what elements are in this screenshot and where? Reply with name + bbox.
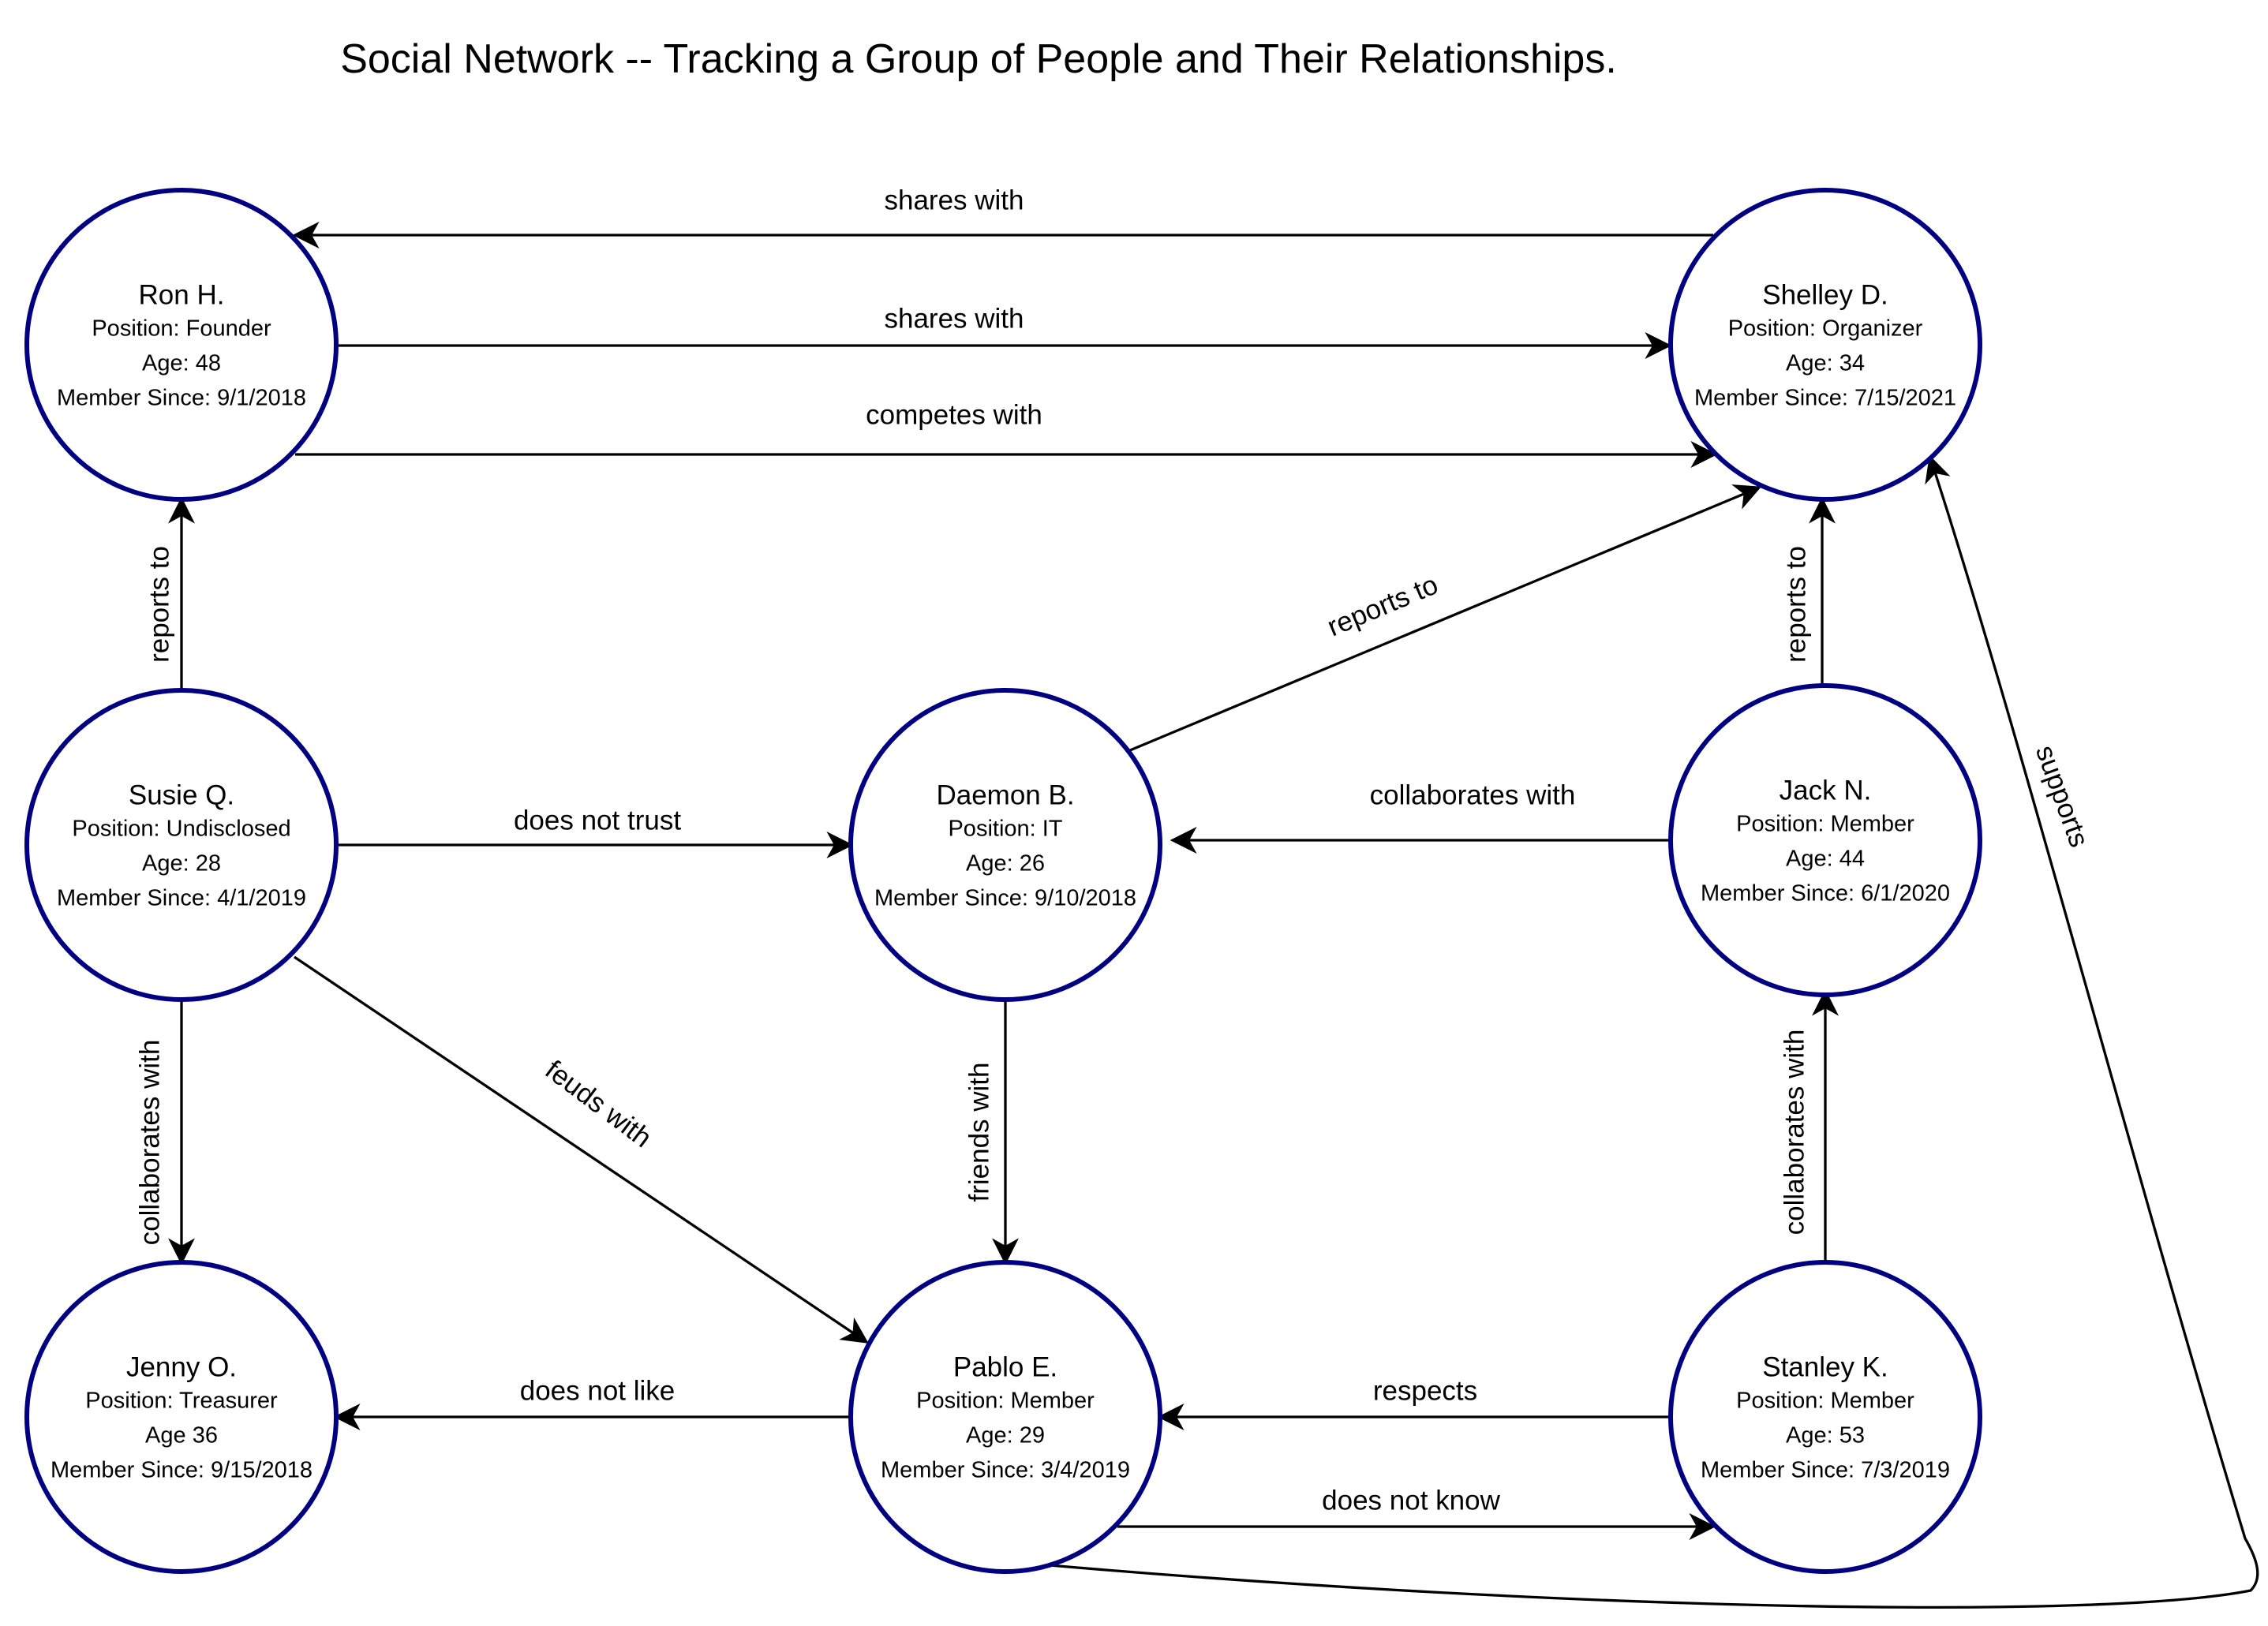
node-circle[interactable] bbox=[1668, 1260, 1982, 1574]
edge-label: friends with bbox=[964, 1062, 994, 1202]
edge-label: shares with bbox=[884, 185, 1024, 215]
node-attribute: Position: Undisclosed bbox=[72, 817, 290, 842]
node-attribute: Member Since: 7/15/2021 bbox=[1694, 386, 1956, 411]
node-name: Ron H. bbox=[139, 279, 225, 310]
node-attribute: Position: Member bbox=[1736, 812, 1914, 837]
edge-shelley-ron-shares: shares with bbox=[292, 185, 1713, 249]
node-daemon[interactable]: Daemon B. Position: IT Age: 26 Member Since… bbox=[848, 688, 1162, 1002]
node-attribute: Member Since: 6/1/2020 bbox=[1701, 881, 1950, 906]
node-circle[interactable] bbox=[1668, 188, 1982, 502]
edge-label: does not know bbox=[1322, 1485, 1500, 1516]
node-attribute: Age: 44 bbox=[1786, 847, 1865, 872]
node-name: Jack N. bbox=[1780, 775, 1872, 806]
node-name: Susie Q. bbox=[129, 779, 234, 810]
node-attribute: Member Since: 7/3/2019 bbox=[1701, 1458, 1950, 1483]
node-circle[interactable] bbox=[848, 1260, 1162, 1574]
edge-line[interactable] bbox=[294, 955, 869, 1344]
node-attribute: Member Since: 9/15/2018 bbox=[51, 1458, 313, 1483]
node-circle[interactable] bbox=[24, 688, 339, 1002]
edge-stanley-pablo-respects: respects bbox=[1157, 1375, 1671, 1430]
node-attribute: Age: 34 bbox=[1786, 351, 1865, 376]
edge-label: reports to bbox=[144, 546, 174, 663]
node-attribute: Age: 29 bbox=[966, 1423, 1045, 1448]
node-attribute: Member Since: 9/1/2018 bbox=[57, 386, 306, 411]
node-name: Daemon B. bbox=[936, 779, 1074, 810]
edge-pablo-shelley-supports: supports bbox=[1049, 454, 2259, 1609]
node-name: Shelley D. bbox=[1762, 279, 1888, 310]
node-attribute: Position: Treasurer bbox=[85, 1389, 278, 1414]
edge-label: reports to bbox=[1323, 569, 1442, 642]
node-circle[interactable] bbox=[24, 1260, 339, 1574]
node-name: Stanley K. bbox=[1762, 1351, 1888, 1382]
edge-label: respects bbox=[1373, 1375, 1477, 1406]
edge-daemon-shelley-reports: reports to bbox=[1129, 484, 1762, 752]
node-attribute: Position: Member bbox=[1736, 1389, 1914, 1414]
edge-label: competes with bbox=[866, 399, 1042, 430]
node-attribute: Age 36 bbox=[145, 1423, 218, 1448]
node-attribute: Member Since: 4/1/2019 bbox=[57, 886, 306, 911]
node-circle[interactable] bbox=[24, 188, 339, 502]
node-attribute: Age: 53 bbox=[1786, 1423, 1865, 1448]
edge-ron-shelley-shares: shares with bbox=[336, 303, 1672, 359]
edge-label: does not trust bbox=[514, 805, 681, 835]
edge-label: does not like bbox=[520, 1375, 676, 1406]
diagram-title: Social Network -- Tracking a Group of Pe… bbox=[340, 36, 1617, 82]
edge-susie-daemon-trust: does not trust bbox=[336, 805, 854, 858]
node-attribute: Member Since: 3/4/2019 bbox=[881, 1458, 1130, 1483]
edge-pablo-jenny-dislike: does not like bbox=[333, 1375, 851, 1430]
node-name: Jenny O. bbox=[126, 1351, 237, 1382]
node-attribute: Age: 28 bbox=[142, 851, 221, 877]
edge-label: collaborates with bbox=[134, 1040, 165, 1246]
edge-susie-jenny-collab: collaborates with bbox=[134, 1000, 195, 1265]
edge-pablo-stanley-know: does not know bbox=[1117, 1485, 1716, 1540]
node-circle[interactable] bbox=[1668, 683, 1982, 997]
edge-line[interactable] bbox=[1129, 484, 1762, 752]
edge-ron-shelley-competes: competes with bbox=[295, 399, 1718, 468]
edge-label: collaborates with bbox=[1779, 1030, 1810, 1235]
edge-label: feuds with bbox=[540, 1054, 657, 1153]
edge-daemon-pablo-friends: friends with bbox=[964, 1000, 1019, 1265]
node-circle[interactable] bbox=[848, 688, 1162, 1002]
edge-susie-pablo-feuds: feuds with bbox=[294, 955, 869, 1344]
node-name: Pablo E. bbox=[953, 1351, 1057, 1382]
node-attribute: Position: Member bbox=[916, 1389, 1095, 1414]
edge-jack-daemon-collab: collaborates with bbox=[1170, 779, 1671, 854]
node-attribute: Position: IT bbox=[948, 817, 1062, 842]
edge-susie-ron-reports: reports to bbox=[144, 496, 195, 690]
node-attribute: Position: Organizer bbox=[1728, 316, 1923, 342]
edge-label: collaborates with bbox=[1370, 779, 1576, 810]
edge-label: supports bbox=[2030, 741, 2095, 850]
node-attribute: Age: 48 bbox=[142, 351, 221, 376]
node-attribute: Position: Founder bbox=[92, 316, 271, 342]
edge-line[interactable] bbox=[1049, 454, 2259, 1609]
edge-jack-shelley-reports: reports to bbox=[1780, 496, 1836, 686]
edge-label: shares with bbox=[884, 303, 1024, 334]
edge-stanley-jack-collab: collaborates with bbox=[1779, 989, 1839, 1262]
node-attribute: Member Since: 9/10/2018 bbox=[874, 886, 1136, 911]
node-attribute: Age: 26 bbox=[966, 851, 1045, 877]
edge-label: reports to bbox=[1780, 546, 1811, 663]
